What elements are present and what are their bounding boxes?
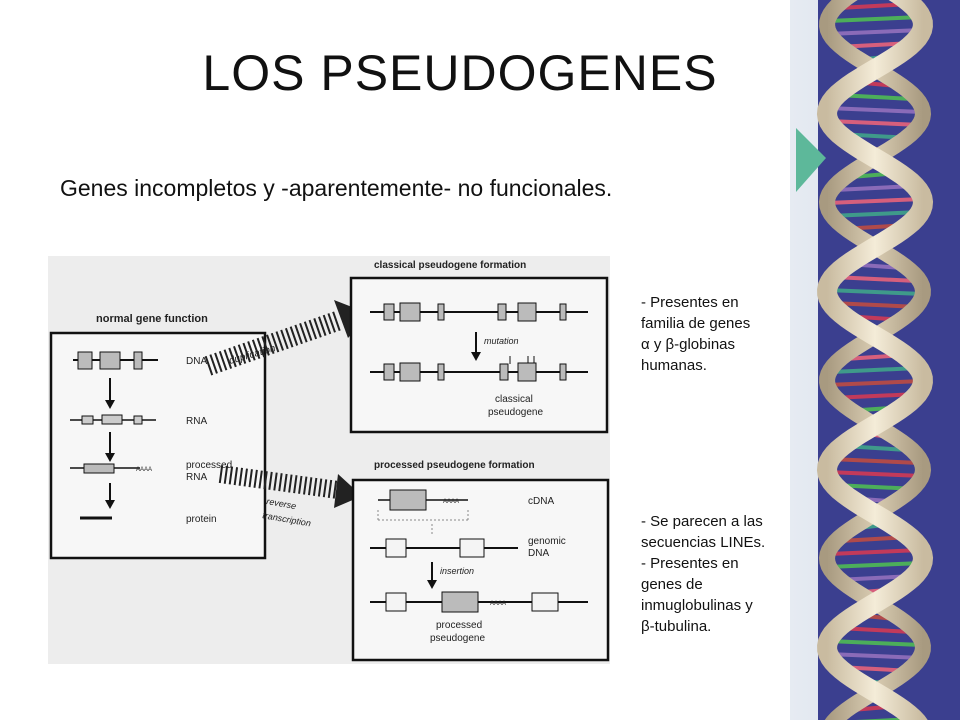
label-classical: classical xyxy=(495,394,533,405)
helix-rung xyxy=(833,275,917,283)
notes-lines: - Se parecen a las secuencias LINEs. - P… xyxy=(641,511,801,637)
note-line: - Presentes en xyxy=(641,294,739,311)
helix-green-accent xyxy=(796,128,826,192)
helix-rung xyxy=(827,288,923,296)
label-mutation: mutation xyxy=(484,336,519,346)
slide-title: LOS PSEUDOGENES xyxy=(202,45,718,101)
dna-gene xyxy=(73,351,158,370)
helix-rung xyxy=(827,28,923,36)
label-classical-pseudogene: pseudogene xyxy=(488,407,543,418)
cdna-strand: AAAA xyxy=(377,489,469,521)
label-processed: processed xyxy=(186,460,232,471)
helix-front-strand xyxy=(816,0,934,720)
note-line: genes de xyxy=(641,576,703,593)
svg-text:AAAA: AAAA xyxy=(443,499,459,505)
helix-rung xyxy=(827,106,923,114)
label-processed-rna: RNA xyxy=(186,472,207,483)
dna-helix-decoration xyxy=(790,0,960,720)
label-cdna: cDNA xyxy=(528,496,554,507)
label-genomic: genomic xyxy=(528,536,566,547)
slide-subtitle: Genes incompletos y -aparentemente- no f… xyxy=(60,175,613,201)
reverse-transcription-arrow xyxy=(218,465,362,508)
helix-rung xyxy=(827,197,923,205)
inserted-pseudogene: AAAA xyxy=(370,591,588,613)
helix-rung xyxy=(831,366,919,374)
helix-rung xyxy=(828,119,922,127)
label-protein: protein xyxy=(186,514,217,525)
svg-text:AAAA: AAAA xyxy=(136,467,152,473)
helix-rung xyxy=(827,561,923,569)
label-dna: DNA xyxy=(186,356,207,367)
helix-rung xyxy=(830,457,920,465)
duplicated-gene xyxy=(370,356,588,382)
arrow-insertion-head xyxy=(427,580,437,589)
normal-panel xyxy=(49,331,267,560)
note-line: - Presentes en xyxy=(641,555,739,572)
note-line: inmuglobulinas y xyxy=(641,597,753,614)
helix-rung xyxy=(827,470,923,478)
label-processed-pseudogene: pseudogene xyxy=(430,633,485,644)
original-gene xyxy=(370,302,588,322)
note-line: familia de genes xyxy=(641,315,751,332)
note-line: humanas. xyxy=(641,357,707,374)
rna-transcript xyxy=(70,414,156,425)
normal-panel-heading: normal gene function xyxy=(96,313,208,325)
helix-rung xyxy=(828,15,922,23)
note-line: - Se parecen a las xyxy=(641,513,763,530)
helix-rung xyxy=(828,639,922,647)
label-rna: RNA xyxy=(186,416,207,427)
note-line: β-tubulina. xyxy=(641,618,712,635)
genomic-dna xyxy=(370,538,518,558)
note-line: secuencias LINEs. xyxy=(641,534,766,551)
label-insertion: insertion xyxy=(440,566,474,576)
arrow-transcription-head xyxy=(105,400,115,409)
arrow-processing-head xyxy=(105,453,115,462)
helix-rung xyxy=(830,301,920,309)
svg-text:AAAA: AAAA xyxy=(490,601,506,607)
processed-rna: AAAA xyxy=(70,463,152,474)
helix-rung xyxy=(828,652,922,660)
note-line: α y β-globinas xyxy=(641,336,736,353)
helix-rung xyxy=(826,379,924,387)
classical-panel-heading: classical pseudogene formation xyxy=(374,260,526,271)
label-processed: processed xyxy=(436,620,482,631)
processed-panel-heading: processed pseudogene formation xyxy=(374,460,535,471)
helix-rung xyxy=(829,548,921,556)
pseudogene-diagram: normal gene function DNA RNA AAAA proces… xyxy=(48,256,610,664)
notes-globin: - Presentes en familia de genes α y β-gl… xyxy=(641,292,801,376)
helix-rung xyxy=(829,210,921,218)
label-genomic-dna: DNA xyxy=(528,548,549,559)
arrow-translation-head xyxy=(105,500,115,509)
arrow-mutation-head xyxy=(471,352,481,361)
